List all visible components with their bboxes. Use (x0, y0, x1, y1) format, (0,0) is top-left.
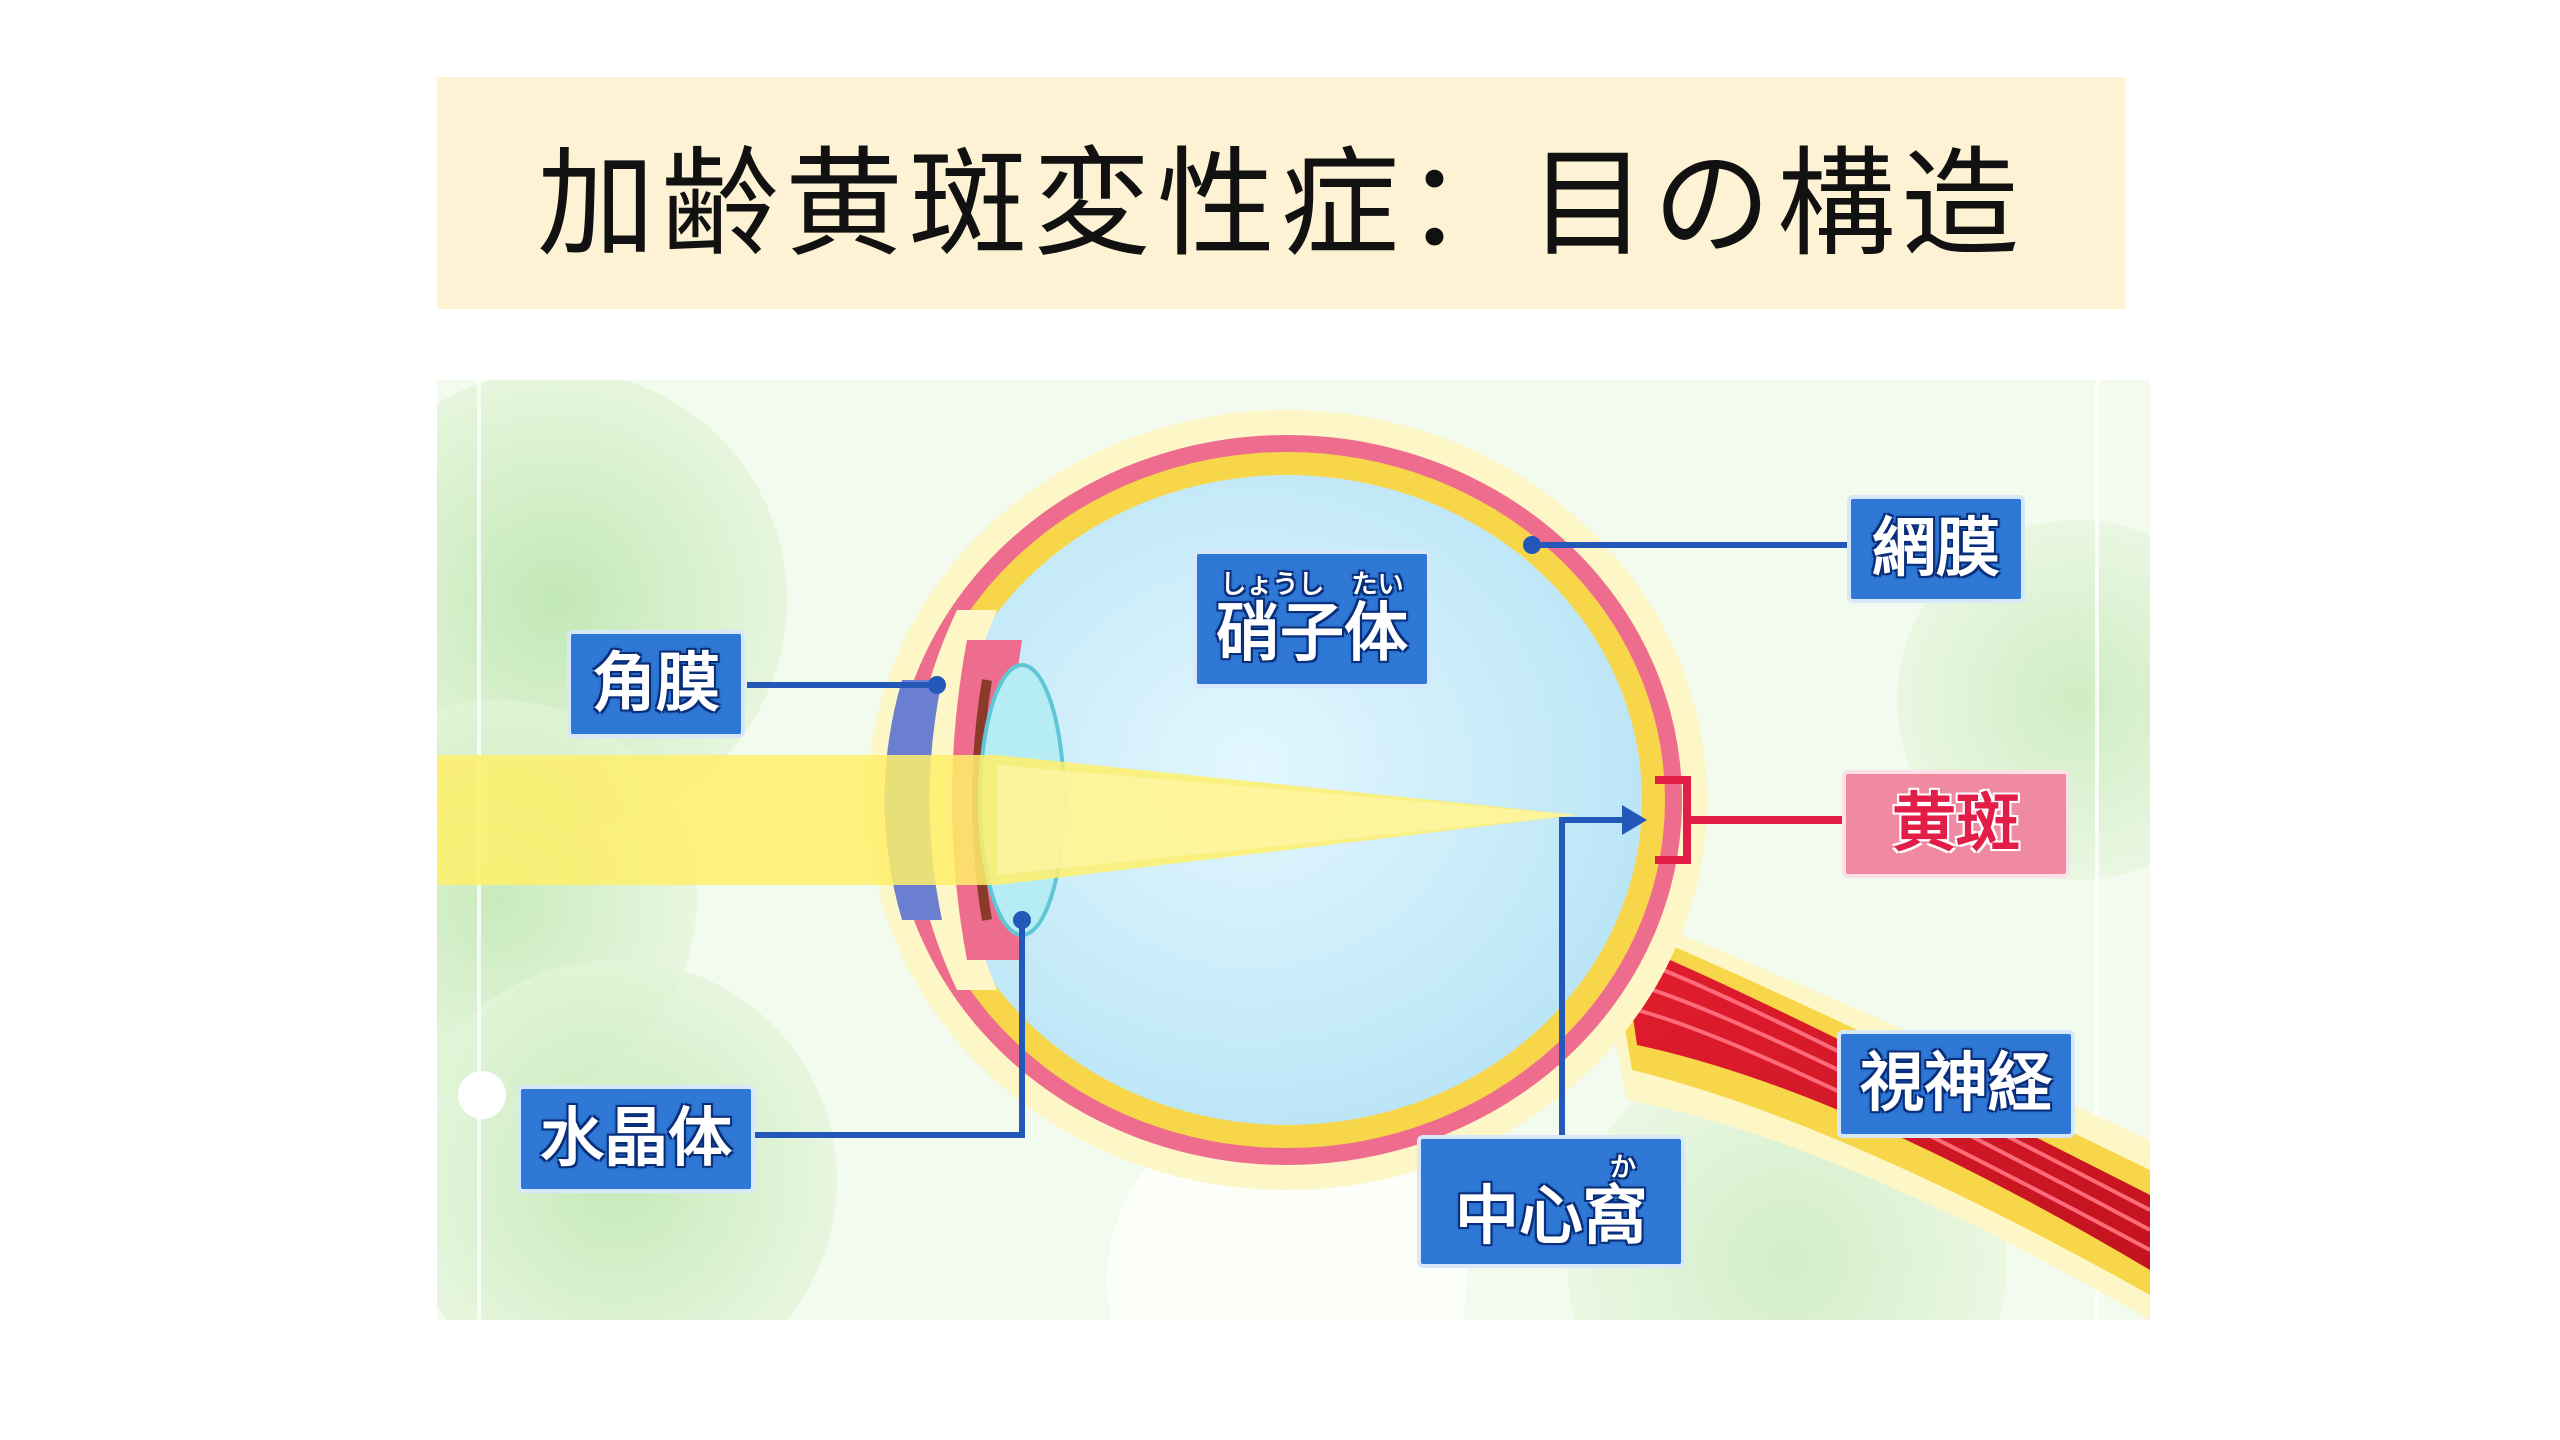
label-macula: 黄斑 (1842, 770, 2070, 878)
label-text: 網膜 (1872, 512, 2000, 586)
eye-diagram: 角膜 しょうし たい 硝子体 網膜 黄斑 水晶体 か 中心窩 視神経 (437, 380, 2150, 1320)
bg-dot (458, 1071, 506, 1119)
label-ruby: しょうし たい (1220, 570, 1404, 600)
eye-illustration (437, 380, 2150, 1320)
macula-bracket (1655, 776, 1842, 864)
label-fovea: か 中心窩 (1417, 1135, 1685, 1268)
fovea-arrow-head (1622, 805, 1647, 835)
label-retina: 網膜 (1847, 495, 2025, 603)
fovea-connector (1559, 817, 1627, 1150)
label-cornea: 角膜 (567, 630, 745, 738)
label-text: 角膜 (592, 647, 720, 721)
connector-lines (747, 536, 1847, 1150)
title-banner: 加齢黄斑変性症：目の構造 (437, 77, 2125, 309)
label-text: 硝子体 (1216, 597, 1408, 671)
label-ruby: か (1609, 1152, 1636, 1183)
label-text: 黄斑 (1892, 787, 2020, 861)
light-beam (437, 755, 1577, 885)
page-title: 加齢黄斑変性症：目の構造 (536, 134, 2025, 273)
label-text: 水晶体 (540, 1102, 732, 1176)
label-vitreous: しょうし たい 硝子体 (1193, 550, 1431, 688)
label-lens: 水晶体 (517, 1085, 755, 1193)
label-text: 視神経 (1860, 1047, 2052, 1121)
label-text: 中心窩 (1455, 1179, 1647, 1254)
lens-connector (747, 920, 1025, 1138)
label-optic-nerve: 視神経 (1837, 1030, 2075, 1138)
